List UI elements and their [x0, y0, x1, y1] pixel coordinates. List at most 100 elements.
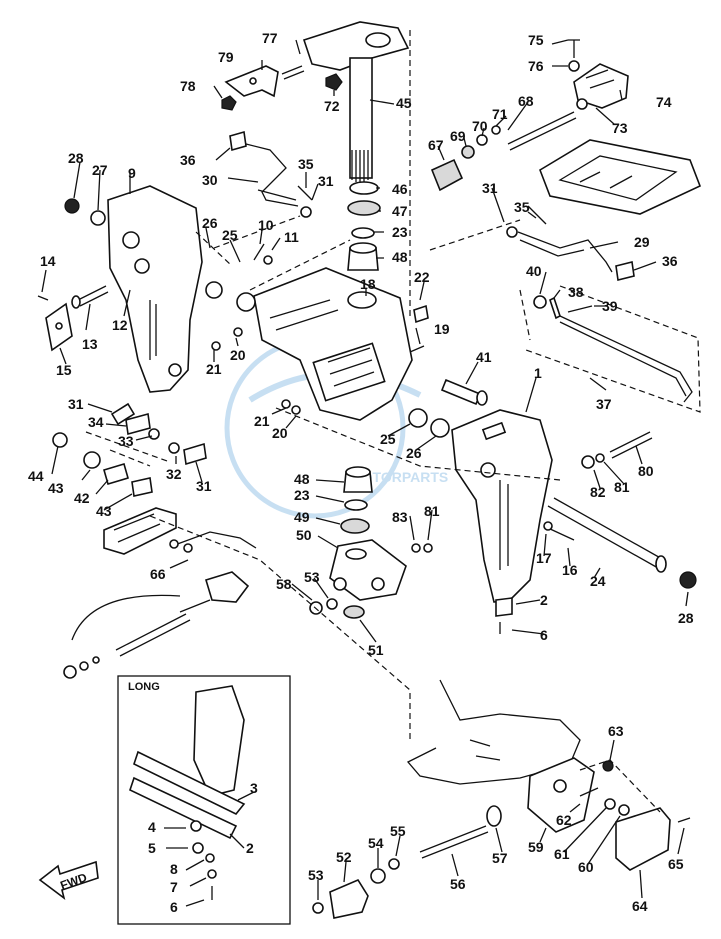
part-label: 16	[562, 562, 578, 578]
bolt-16	[547, 527, 575, 541]
part-label: 31	[318, 173, 334, 189]
cap-36-right	[615, 261, 635, 281]
part-label: 33	[118, 433, 134, 449]
bolt-14	[37, 295, 49, 301]
part-label: 43	[96, 503, 112, 519]
bolt-62	[579, 787, 599, 797]
part-label: 7	[170, 879, 178, 895]
bolt-13	[77, 285, 109, 307]
part-label: 49	[294, 509, 310, 525]
oring-23	[351, 227, 375, 239]
clamp-bracket-9	[107, 185, 203, 393]
part-label: 31	[68, 396, 84, 412]
inset-part-5	[192, 842, 204, 854]
rod-68	[507, 111, 577, 151]
part-label: 44	[28, 468, 44, 484]
part-label: 20	[272, 425, 288, 441]
part-label: 71	[492, 106, 508, 122]
inset-title: LONG	[128, 681, 160, 693]
part-label: 78	[180, 78, 196, 94]
part-label: 27	[92, 162, 108, 178]
bushing-25-right	[408, 408, 428, 428]
washer-53-bottom	[312, 902, 324, 914]
bolt-35-right	[527, 205, 547, 225]
washer-76	[568, 60, 580, 72]
bushing-34	[125, 412, 151, 436]
bushing-69	[461, 145, 475, 159]
bolt-77	[281, 65, 305, 80]
part-label: 14	[40, 253, 56, 269]
nut-78	[221, 95, 237, 111]
washer-32	[168, 442, 180, 454]
cover-64	[615, 807, 671, 871]
part-label: 4	[148, 819, 156, 835]
inset-spacer-2	[129, 776, 238, 840]
washer-82	[581, 455, 595, 469]
watermark-text: MOTORPARTS	[350, 469, 448, 485]
clamp-bracket-1	[451, 409, 553, 603]
mount-52	[329, 878, 369, 919]
part-label: 35	[514, 199, 530, 215]
part-label: 40	[526, 263, 542, 279]
washer-27	[90, 210, 106, 226]
grease-10	[253, 243, 265, 261]
washer-81-left	[423, 543, 433, 553]
part-label: 76	[528, 58, 544, 74]
part-label: 8	[170, 861, 178, 877]
part-label: 38	[568, 284, 584, 300]
part-label: 22	[414, 269, 430, 285]
part-label: 26	[202, 215, 218, 231]
part-label: 2	[246, 840, 254, 856]
mount-59	[527, 757, 595, 833]
part-label: 21	[206, 361, 222, 377]
part-label: 2	[540, 592, 548, 608]
part-label: 81	[614, 479, 630, 495]
bolt-75	[568, 39, 580, 58]
washer-55	[388, 858, 400, 870]
part-label: 12	[112, 317, 128, 333]
washer-71	[491, 125, 501, 135]
part-label: 62	[556, 812, 572, 828]
part-label: 25	[222, 227, 238, 243]
part-label: 60	[578, 859, 594, 875]
inset-part-4	[190, 820, 202, 832]
part-label: 24	[590, 573, 606, 589]
bushing-31-top	[300, 206, 312, 218]
washer-54	[370, 868, 386, 884]
handle-30	[245, 143, 299, 207]
nut-20-top	[233, 327, 243, 337]
part-label: 36	[662, 253, 678, 269]
part-label: 25	[380, 431, 396, 447]
bushing-26-right	[430, 418, 450, 438]
part-label: 51	[368, 642, 384, 658]
part-label: 53	[304, 569, 320, 585]
mount-bracket-50	[329, 539, 407, 601]
part-label: 82	[590, 484, 606, 500]
nut-28-left	[64, 198, 80, 214]
washer-70	[476, 134, 488, 146]
part-label: 3	[250, 780, 258, 796]
nut-63	[602, 760, 614, 772]
part-label: 45	[396, 95, 412, 111]
part-label: 61	[554, 846, 570, 862]
bushing-31-right	[506, 226, 518, 238]
part-label: 37	[596, 396, 612, 412]
part-label: 1	[534, 365, 542, 381]
part-label: 34	[88, 414, 104, 430]
part-label: 77	[262, 30, 278, 46]
part-label: 43	[48, 480, 64, 496]
part-label: 64	[632, 898, 648, 914]
part-label: 68	[518, 93, 534, 109]
part-label: 80	[638, 463, 654, 479]
washer-21-mid	[281, 399, 291, 409]
inset-box-long	[117, 675, 291, 925]
part-label: 59	[528, 839, 544, 855]
part-label: 13	[82, 336, 98, 352]
plate-22	[413, 304, 429, 324]
bolt-35-top	[297, 185, 313, 201]
bushing-51	[343, 605, 365, 619]
cap-36-top	[229, 130, 247, 152]
inset-part-7	[207, 869, 217, 879]
part-label: 56	[450, 876, 466, 892]
